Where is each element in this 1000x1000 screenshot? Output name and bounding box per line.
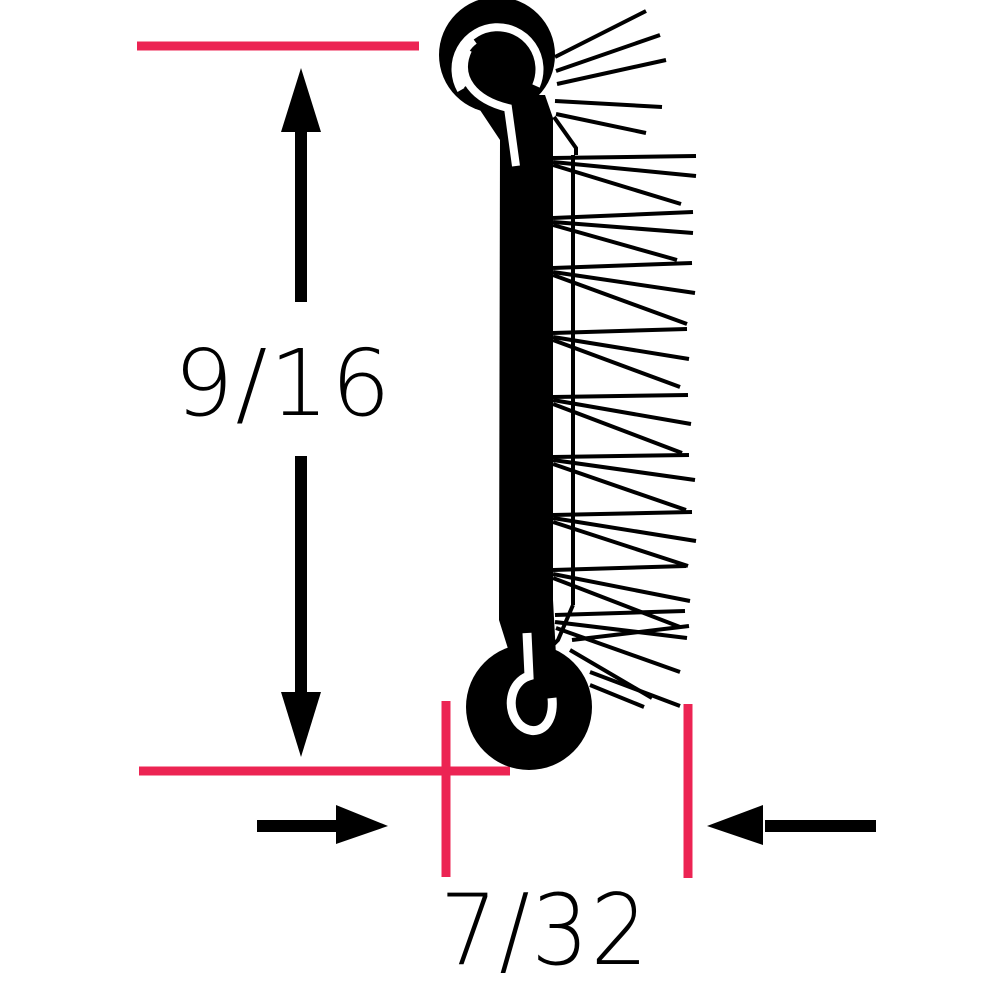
height-arrow-shaft-bottom — [295, 456, 307, 692]
width-dimension-label: 7/32 — [440, 874, 650, 988]
bottom-groove — [506, 632, 557, 735]
arrow-left-icon — [707, 805, 763, 845]
arrow-down-icon — [281, 692, 321, 757]
height-dimension-arrow — [281, 68, 321, 757]
brush-bristles — [546, 9, 697, 709]
width-arrow-shaft-left — [257, 820, 347, 832]
arrow-up-icon — [281, 68, 321, 132]
arrow-right-icon — [336, 805, 388, 844]
width-dimension-arrows — [257, 805, 876, 845]
height-dimension-label: 9/16 — [173, 330, 393, 437]
width-arrow-shaft-right — [765, 820, 876, 832]
height-arrow-shaft-top — [295, 120, 307, 302]
bottom-bulb — [466, 644, 592, 770]
top-groove-hook — [460, 48, 520, 167]
profile-spine — [470, 95, 556, 655]
seal-profile — [439, 0, 592, 770]
extension-lines — [137, 41, 693, 878]
top-groove-outer — [451, 23, 544, 92]
